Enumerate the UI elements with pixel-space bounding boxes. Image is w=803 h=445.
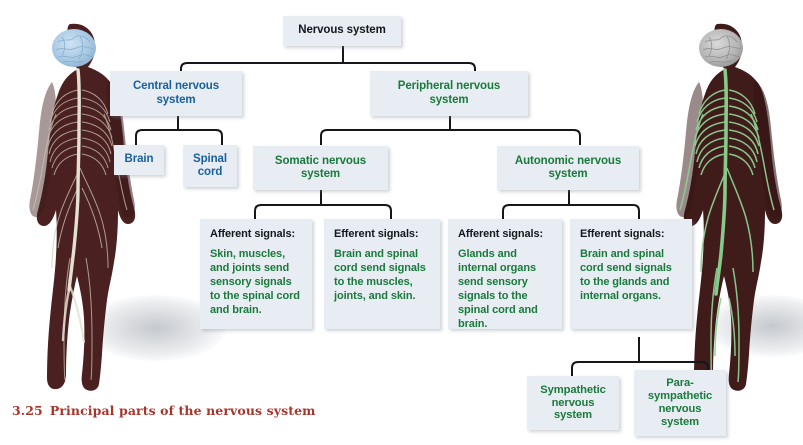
detail-heading: Efferent signals:	[580, 228, 665, 240]
detail-heading: Afferent signals:	[210, 228, 296, 240]
figure-caption: 3.25 Principal parts of the nervous syste…	[12, 403, 316, 418]
node-nervous-system[interactable]: Nervous system	[283, 16, 401, 46]
node-parasympathetic-nervous-system[interactable]: Para- sympathetic nervous system	[634, 370, 726, 436]
node-nervous-system-label: Nervous system	[298, 24, 386, 37]
figure-caption-number: 3.25	[12, 403, 43, 418]
node-sympathetic-nervous-system[interactable]: Sympathetic nervous system	[527, 376, 619, 430]
node-autonomic-line1: Autonomic nervous	[514, 154, 622, 167]
detail-body: Glands and internal organs send sensory …	[458, 247, 538, 331]
node-central-nervous-system[interactable]: Central nervous system	[110, 71, 242, 116]
detail-heading: Afferent signals:	[458, 228, 544, 240]
connector-cns-split	[135, 129, 223, 145]
node-peripheral-nervous-system[interactable]: Peripheral nervous system	[370, 71, 528, 116]
node-central-line1: Central nervous	[132, 80, 220, 93]
node-autonomic-nervous-system[interactable]: Autonomic nervous system	[497, 146, 639, 190]
detail-body: Brain and spinal cord send signals to th…	[334, 247, 426, 302]
node-autonomic-line2: system	[548, 168, 588, 180]
node-sympathetic-line3: system	[554, 409, 592, 422]
detail-heading: Efferent signals:	[334, 228, 419, 240]
node-central-line2: system	[156, 93, 196, 106]
node-brain-label: Brain	[124, 153, 154, 166]
connector-pns-down	[449, 115, 451, 129]
connector-autonomic-split	[502, 204, 640, 220]
node-parasympathetic-line3: nervous	[658, 403, 702, 415]
detail-box-autonomic-efferent[interactable]: Efferent signals: Brain and spinal cord …	[570, 219, 692, 329]
node-brain[interactable]: Brain	[114, 145, 164, 175]
node-spinal-line2: cord	[197, 166, 223, 178]
connector-sympathetic-split	[571, 361, 709, 377]
figure-caption-text: Principal parts of the nervous system	[49, 403, 316, 418]
connector-root-down	[342, 45, 344, 63]
right-figure-shadow	[706, 295, 803, 357]
node-parasympathetic-line4: system	[661, 415, 699, 428]
node-somatic-line1: Somatic nervous	[274, 154, 367, 167]
connector-root-split	[180, 62, 476, 80]
node-somatic-line2: system	[300, 168, 341, 180]
detail-body: Skin, muscles, and joints send sensory s…	[210, 247, 300, 316]
connector-pns-split	[320, 129, 581, 145]
node-sympathetic-line2: nervous	[551, 396, 595, 409]
connector-autonomic-down	[568, 190, 570, 204]
detail-body: Brain and spinal cord send signals to th…	[580, 247, 672, 302]
detail-box-autonomic-afferent[interactable]: Afferent signals: Glands and internal or…	[448, 219, 562, 331]
node-spinal-cord[interactable]: Spinal cord	[183, 145, 237, 187]
detail-box-somatic-efferent[interactable]: Efferent signals: Brain and spinal cord …	[324, 219, 440, 329]
node-parasympathetic-line2: sympathetic	[647, 390, 713, 403]
right-nervous-system-illustration	[676, 23, 783, 391]
node-spinal-line1: Spinal	[193, 152, 227, 165]
node-somatic-nervous-system[interactable]: Somatic nervous system	[253, 146, 388, 190]
node-sympathetic-line1: Sympathetic	[540, 383, 606, 396]
node-peripheral-line1: Peripheral nervous	[397, 80, 501, 93]
connector-efferent-down	[638, 337, 640, 361]
connector-somatic-split	[254, 204, 392, 220]
connector-cns-down	[177, 115, 179, 129]
connector-somatic-down	[320, 190, 322, 204]
detail-box-somatic-afferent[interactable]: Afferent signals: Skin, muscles, and joi…	[200, 219, 312, 329]
node-parasympathetic-line1: Para-	[666, 377, 694, 390]
node-peripheral-line2: system	[429, 93, 469, 106]
